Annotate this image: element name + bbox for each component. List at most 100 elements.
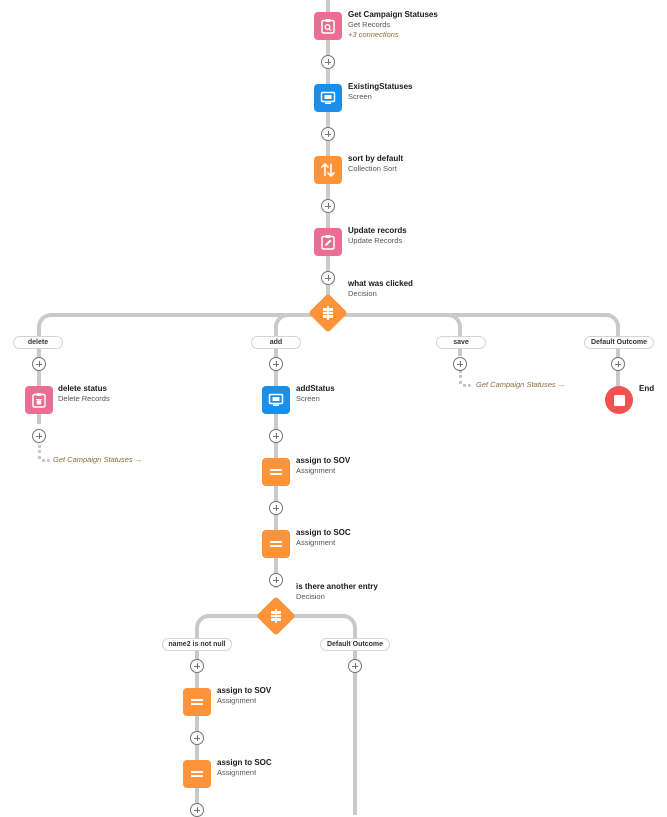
stop-icon	[613, 394, 625, 406]
node-type: Screen	[296, 394, 320, 403]
node-title: Update records	[348, 226, 407, 235]
node-title: assign to SOC	[217, 758, 272, 767]
node-is-there-another-entry[interactable]	[256, 596, 296, 636]
branch-label-name2-not-null[interactable]: name2 is not null	[162, 638, 232, 651]
branch-label-add[interactable]: add	[251, 336, 301, 349]
add-element-button[interactable]	[348, 659, 362, 673]
branch-label-save[interactable]: save	[436, 336, 486, 349]
connections-link[interactable]: +3 connections	[348, 30, 399, 39]
node-title: assign to SOC	[296, 528, 351, 537]
node-title: End	[639, 384, 655, 393]
connector-corner	[274, 313, 288, 327]
add-element-button[interactable]	[32, 357, 46, 371]
node-label: addStatus Screen	[296, 384, 335, 404]
connector-line	[274, 326, 278, 588]
update-records-icon	[321, 235, 335, 250]
assignment-icon	[270, 541, 282, 547]
node-label: sort by default Collection Sort	[348, 154, 403, 174]
node-title: Get Campaign Statuses	[348, 10, 438, 19]
add-element-button[interactable]	[190, 731, 204, 745]
node-assign-to-soc[interactable]	[262, 530, 290, 558]
node-type: Update Records	[348, 236, 403, 245]
node-label: is there another entry Decision	[296, 582, 378, 602]
connector-corner	[195, 614, 209, 628]
node-label: assign to SOV Assignment	[217, 686, 271, 706]
node-end[interactable]	[605, 386, 633, 414]
node-update-records[interactable]	[314, 228, 342, 256]
goto-connector	[42, 459, 50, 462]
assignment-icon	[270, 469, 282, 475]
assignment-icon	[191, 699, 203, 705]
node-sort-by-default[interactable]	[314, 156, 342, 184]
branch-label-delete[interactable]: delete	[13, 336, 63, 349]
node-type: Assignment	[296, 538, 336, 547]
add-element-button[interactable]	[611, 357, 625, 371]
screen-icon	[268, 393, 284, 406]
node-type: Decision	[348, 289, 377, 298]
node-type: Collection Sort	[348, 164, 397, 173]
node-label: what was clicked Decision	[348, 279, 413, 299]
node-type: Assignment	[217, 768, 257, 777]
node-type: Decision	[296, 592, 325, 601]
node-title: assign to SOV	[217, 686, 272, 695]
node-type: Assignment	[217, 696, 257, 705]
add-element-button[interactable]	[321, 271, 335, 285]
connector-corner	[343, 614, 357, 628]
node-delete-status[interactable]	[25, 386, 53, 414]
node-type: Screen	[348, 92, 372, 101]
node-label: assign to SOV Assignment	[296, 456, 350, 476]
connector-line	[353, 627, 357, 815]
add-element-button[interactable]	[269, 429, 283, 443]
assignment-icon	[191, 771, 203, 777]
goto-connector	[38, 445, 41, 459]
add-element-button[interactable]	[453, 357, 467, 371]
delete-records-icon	[32, 393, 46, 408]
add-element-button[interactable]	[32, 429, 46, 443]
add-element-button[interactable]	[321, 127, 335, 141]
node-assign-to-sov[interactable]	[183, 688, 211, 716]
node-type: Assignment	[296, 466, 336, 475]
add-element-button[interactable]	[269, 357, 283, 371]
node-title: addStatus	[296, 384, 335, 393]
node-title: sort by default	[348, 154, 404, 163]
node-type: Get Records	[348, 20, 391, 29]
screen-icon	[320, 91, 336, 104]
add-element-button[interactable]	[269, 501, 283, 515]
add-element-button[interactable]	[269, 573, 283, 587]
branch-label-default-outcome[interactable]: Default Outcome	[584, 336, 654, 349]
add-element-button[interactable]	[321, 55, 335, 69]
connector-corner	[448, 313, 462, 327]
node-add-status[interactable]	[262, 386, 290, 414]
sort-icon	[320, 162, 336, 178]
node-what-was-clicked[interactable]	[308, 293, 348, 333]
connector-line	[37, 326, 41, 424]
goto-connector	[463, 384, 471, 387]
branch-label-default-outcome[interactable]: Default Outcome	[320, 638, 390, 651]
node-label: delete status Delete Records	[58, 384, 110, 404]
goto-link[interactable]: Get Campaign Statuses →	[476, 380, 566, 389]
node-title: delete status	[58, 384, 107, 393]
node-assign-to-sov[interactable]	[262, 458, 290, 486]
goto-link[interactable]: Get Campaign Statuses →	[53, 455, 143, 464]
node-title: what was clicked	[348, 279, 413, 288]
node-title: assign to SOV	[296, 456, 351, 465]
node-assign-to-soc[interactable]	[183, 760, 211, 788]
goto-connector	[459, 370, 462, 384]
node-label: assign to SOC Assignment	[217, 758, 272, 778]
node-get-campaign-statuses[interactable]	[314, 12, 342, 40]
node-label: Get Campaign Statuses Get Records +3 con…	[348, 10, 438, 40]
node-label: ExistingStatuses Screen	[348, 82, 412, 102]
node-type: Delete Records	[58, 394, 110, 403]
connector-line	[616, 326, 620, 386]
node-title: is there another entry	[296, 582, 378, 591]
add-element-button[interactable]	[190, 659, 204, 673]
connector-line	[195, 627, 199, 815]
node-existing-statuses[interactable]	[314, 84, 342, 112]
node-label: assign to SOC Assignment	[296, 528, 351, 548]
connector-line	[326, 0, 330, 300]
connector-corner	[606, 313, 620, 327]
connector-corner	[37, 313, 51, 327]
node-label: Update records Update Records	[348, 226, 407, 246]
add-element-button[interactable]	[321, 199, 335, 213]
